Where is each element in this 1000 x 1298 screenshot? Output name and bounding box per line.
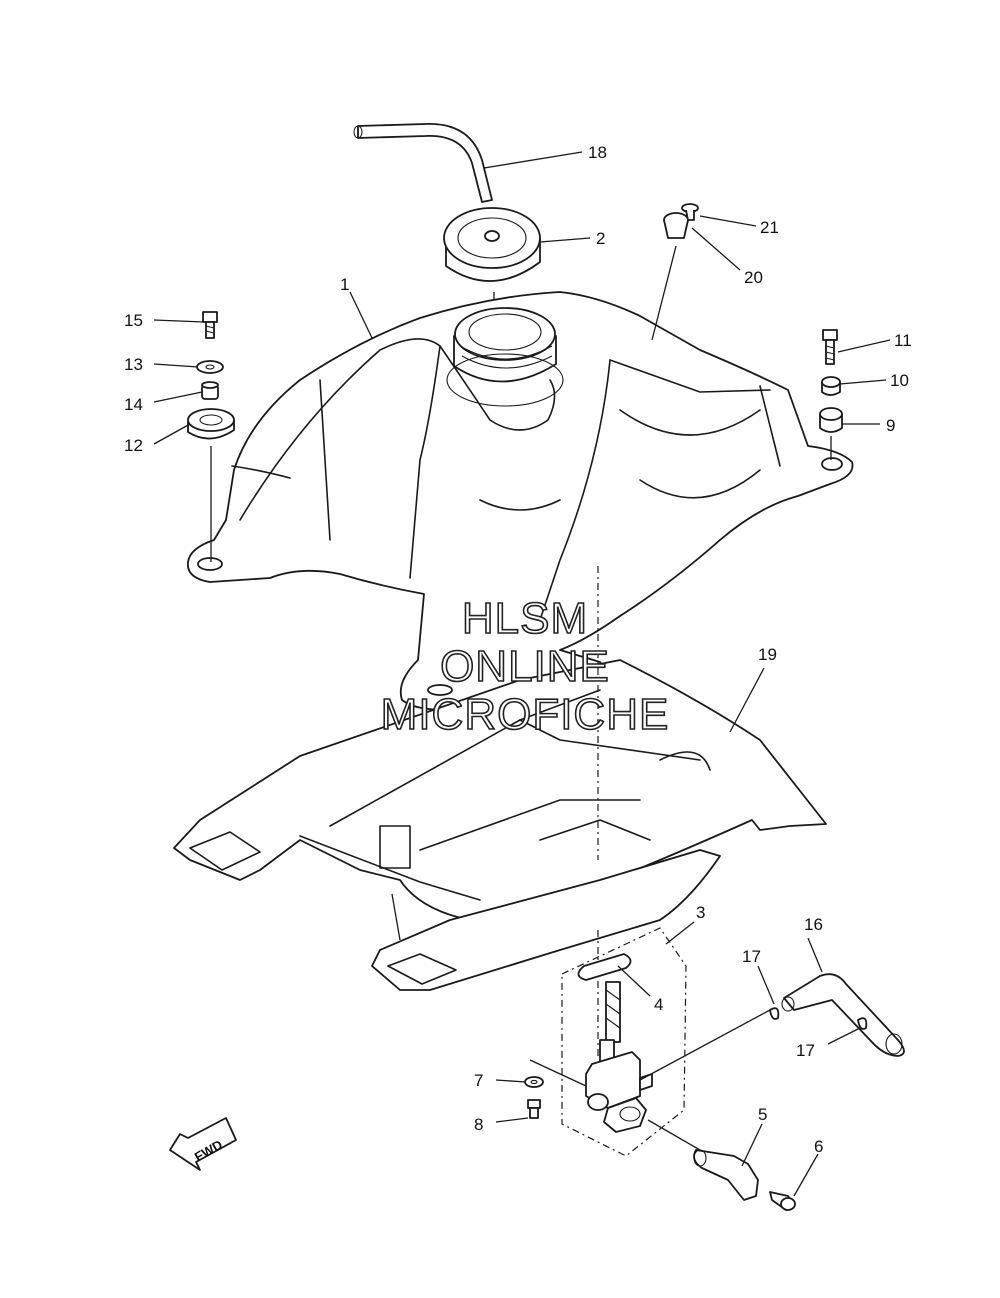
callout-20: 20 <box>744 268 763 287</box>
grommet-screw <box>651 203 699 341</box>
fuel-cap <box>443 207 541 320</box>
callout-9: 9 <box>886 416 895 435</box>
callout-17-lower: 17 <box>796 1041 815 1060</box>
fuel-tank <box>187 291 854 711</box>
leader-lines <box>153 151 891 1197</box>
breather-hose <box>353 123 493 203</box>
fuel-cock-assembly <box>524 566 771 1157</box>
left-mount-hardware <box>187 311 235 562</box>
callout-14: 14 <box>124 395 143 414</box>
watermark-line-1: HLSM <box>461 593 589 644</box>
right-mount-hardware <box>819 329 843 460</box>
callout-labels: 18 2 1 21 20 15 13 14 12 11 10 9 19 3 16… <box>124 143 912 1156</box>
callout-2: 2 <box>596 229 605 248</box>
callout-6: 6 <box>814 1137 823 1156</box>
side-panel <box>173 659 827 991</box>
callout-17-upper: 17 <box>742 947 761 966</box>
watermark-line-3: MICROFICHE <box>380 689 670 740</box>
callout-1: 1 <box>340 275 349 294</box>
callout-12: 12 <box>124 436 143 455</box>
callout-10: 10 <box>890 371 909 390</box>
callout-19: 19 <box>758 645 777 664</box>
callout-3: 3 <box>696 903 705 922</box>
watermark-line-2: ONLINE <box>439 641 610 692</box>
callout-5: 5 <box>758 1105 767 1124</box>
callout-7: 7 <box>474 1071 483 1090</box>
callout-21: 21 <box>760 218 779 237</box>
callout-16: 16 <box>804 915 823 934</box>
fwd-arrow: FWD <box>169 1117 237 1171</box>
callout-8: 8 <box>474 1115 483 1134</box>
callout-13: 13 <box>124 355 143 374</box>
callout-18: 18 <box>588 143 607 162</box>
callout-4: 4 <box>654 995 663 1014</box>
callout-11: 11 <box>894 331 912 350</box>
fuel-cock-lever <box>693 1149 796 1211</box>
callout-15: 15 <box>124 311 143 330</box>
fuel-hose <box>769 973 905 1057</box>
